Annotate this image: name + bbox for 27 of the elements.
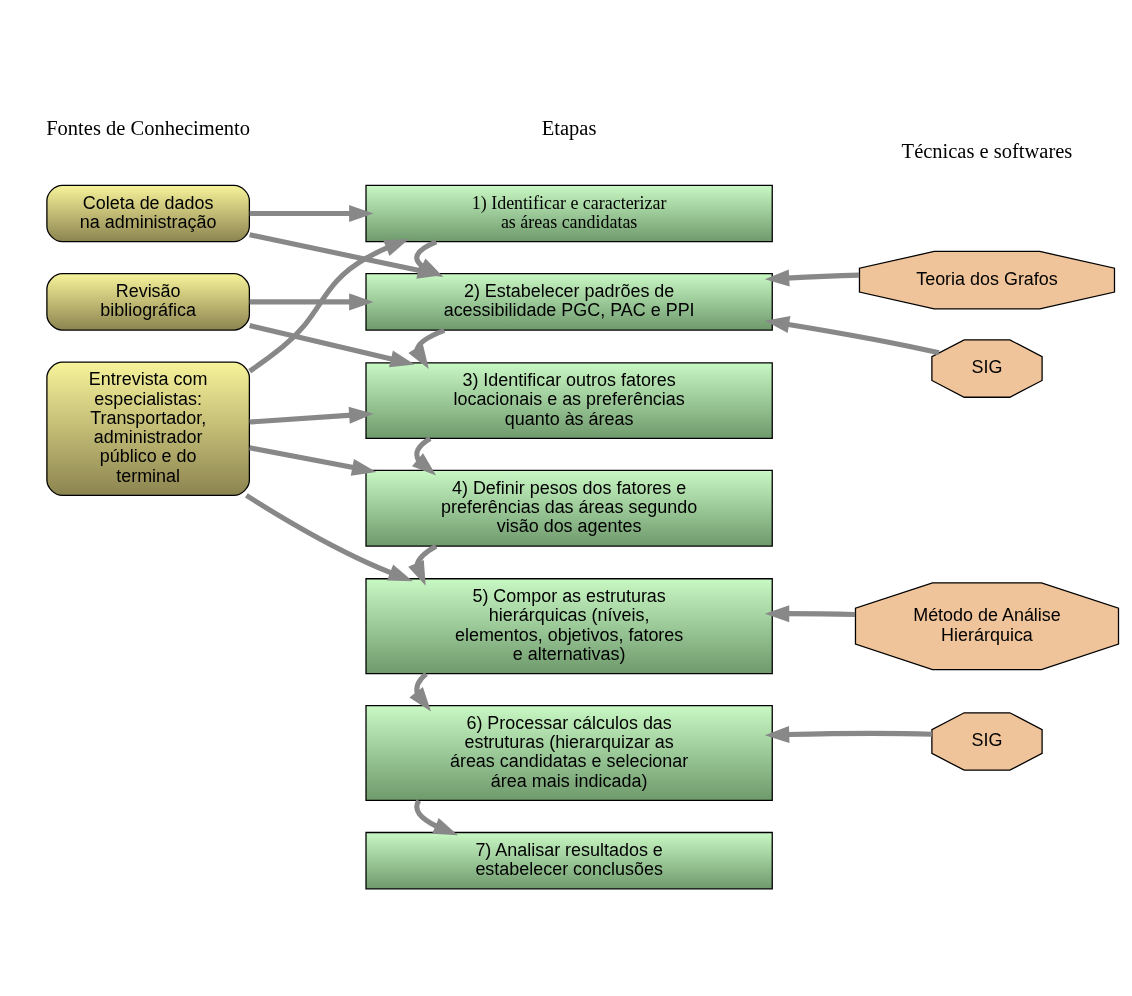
node-box: 3) Identificar outros fatores locacionais e as preferências quanto às áreas bbox=[365, 362, 773, 440]
node-box: Entrevista com especialistas: Transportador, administrador público e do terminal bbox=[46, 361, 250, 497]
node-box: 6) Processar cálculos das estruturas (hierarquizar as áreas candidatas e selecionar área mais indicada) bbox=[365, 704, 773, 802]
node-box: 1) Identificar e caracterizar as áreas candidatas bbox=[365, 184, 773, 243]
label: Técnicas e softwares bbox=[901, 140, 1073, 163]
arrow bbox=[249, 406, 374, 425]
node-box: 4) Definir pesos dos fatores e preferências das áreas segundo visão dos agentes bbox=[365, 469, 773, 547]
node-box: 2) Estabelecer padrões de acessibilidade PGC, PAC e PPI bbox=[365, 273, 773, 331]
arrow bbox=[764, 605, 856, 623]
arrow bbox=[244, 493, 413, 582]
arrow bbox=[249, 323, 415, 368]
label: Etapas bbox=[541, 117, 597, 140]
arrow bbox=[249, 445, 377, 476]
node-box: Revisão bibliográfica bbox=[46, 273, 250, 331]
arrow bbox=[411, 436, 437, 476]
node-box: 5) Compor as estruturas hierárquicas (níveis, elementos, objetivos, fatores e alternativas) bbox=[365, 578, 773, 675]
node-box: Coleta de dados na administração bbox=[46, 184, 250, 243]
arrow bbox=[249, 293, 374, 311]
arrow bbox=[248, 238, 409, 374]
node-box: 7) Analisar resultados e estabelecer conclusões bbox=[365, 831, 773, 890]
arrow bbox=[764, 269, 860, 287]
label: Fontes de Conhecimento bbox=[46, 117, 251, 140]
arrow bbox=[408, 544, 438, 586]
arrow bbox=[409, 671, 432, 712]
arrow bbox=[249, 204, 374, 223]
arrow bbox=[764, 316, 940, 356]
arrow bbox=[764, 725, 932, 743]
